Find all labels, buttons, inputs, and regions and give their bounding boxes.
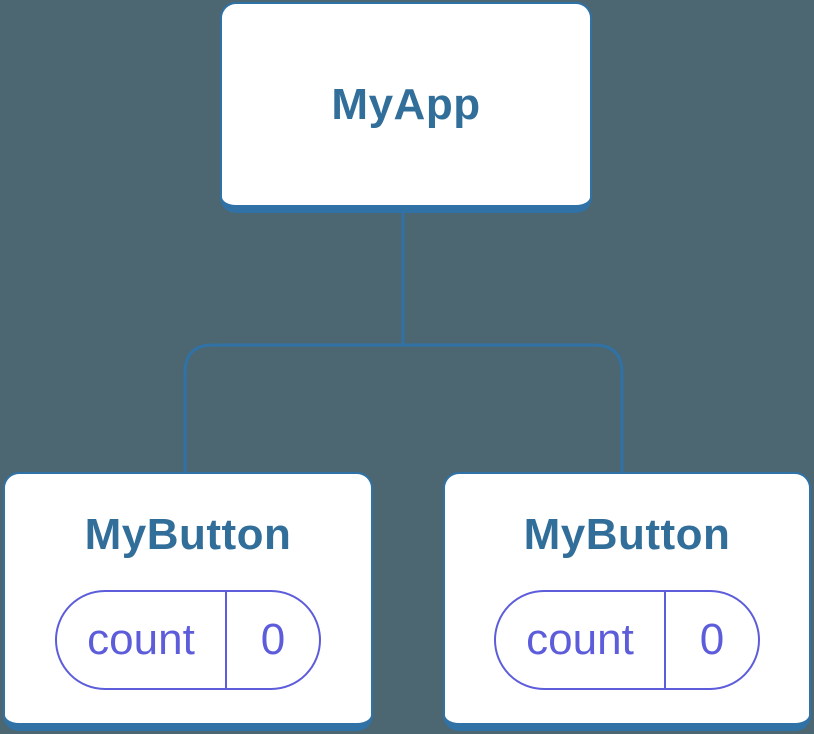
state-value: 0: [225, 592, 319, 688]
state-pill: count 0: [494, 590, 760, 690]
state-key: count: [526, 615, 634, 664]
state-pill: count 0: [55, 590, 321, 690]
state-value: 0: [664, 592, 758, 688]
component-label: MyApp: [331, 79, 481, 129]
component-label: MyButton: [84, 510, 292, 559]
connector-bracket-line: [183, 343, 624, 473]
component-node-child-2: MyButton count 0: [443, 472, 811, 731]
state-key: count: [87, 615, 195, 664]
component-label: MyButton: [523, 510, 731, 559]
component-node-child-1: MyButton count 0: [3, 472, 373, 731]
component-node-root: MyApp: [220, 2, 592, 213]
